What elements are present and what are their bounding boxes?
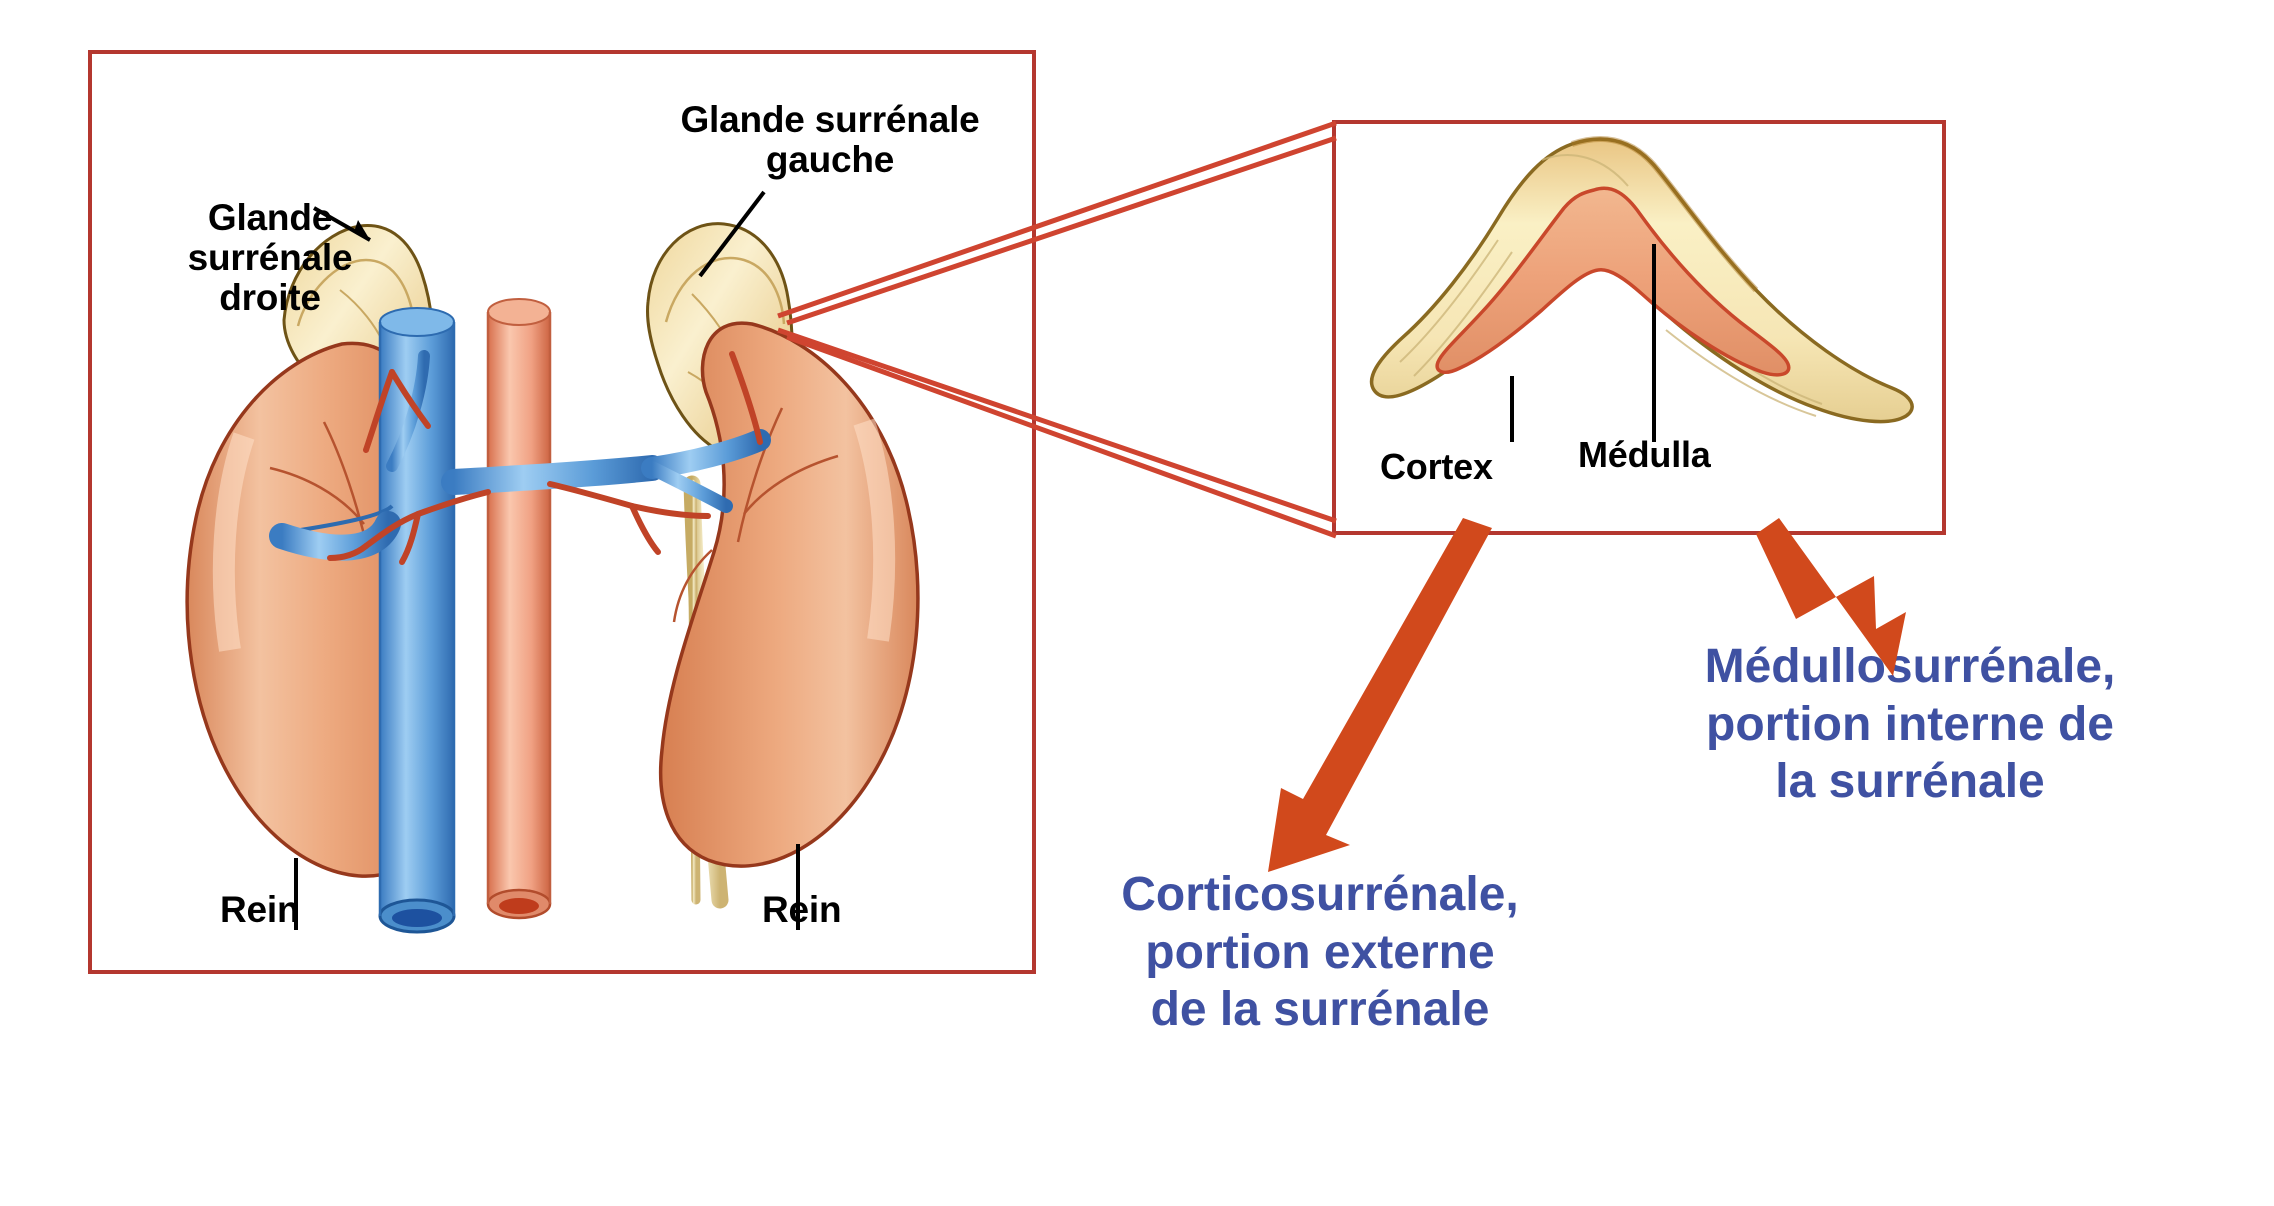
emphasis-label-corticosurrenale: Corticosurrénale, portion externe de la … — [1121, 868, 1519, 1037]
callout-right-adrenal-gland: Glande surrénale droite — [187, 197, 353, 318]
callout-kidney-right: Rein — [762, 889, 842, 930]
leader-line-left-gland — [698, 190, 766, 278]
callout-left-adrenal-gland: Glande surrénale gauche — [680, 99, 980, 180]
callout-medulla: Médulla — [1578, 434, 1711, 475]
inferior-vena-cava — [378, 307, 456, 934]
capsule-shading — [1571, 136, 1759, 293]
aorta — [486, 298, 552, 920]
callout-kidney-left: Rein — [220, 889, 300, 930]
emphasis-label-medullosurrenale: Médullosurrénale, portion interne de la … — [1704, 640, 2116, 809]
leader-arrowhead-right-gland — [354, 220, 370, 240]
main-illustration-frame — [88, 50, 1036, 974]
adrenal-cross-section-illustration — [1369, 136, 1914, 442]
medulla-region — [1435, 186, 1791, 377]
arrow-to-corticosurrenale — [1268, 518, 1492, 872]
renal-arteries — [327, 351, 763, 565]
inset-illustration-frame — [1332, 120, 1946, 535]
kidneys-illustration — [185, 190, 920, 934]
callout-cortex: Cortex — [1380, 446, 1493, 487]
